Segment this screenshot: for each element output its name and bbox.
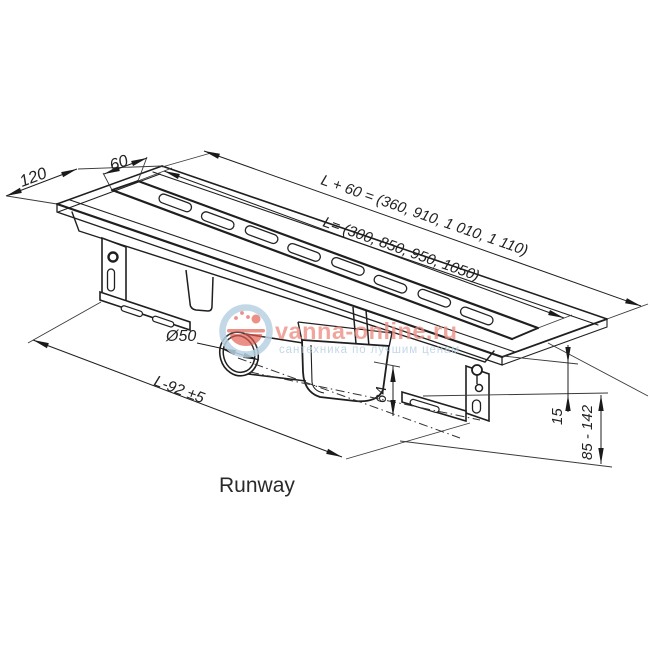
dim-grate-width: 60 <box>107 151 131 174</box>
watermark-brand-text: vanna-online.ru <box>275 318 457 344</box>
right-bracket <box>401 364 490 423</box>
dim-overall-length: L + 60 = (360, 910, 1 010, 1 110) <box>319 172 530 260</box>
dim-flange-width: 120 <box>17 164 50 191</box>
dim-outlet-diameter: Ø50 <box>165 328 196 345</box>
watermark: vanna-online.ru сантехника по лучшим цен… <box>219 304 460 358</box>
dim-top-offset: 15 <box>549 408 566 425</box>
watermark-tagline-text: сантехника по лучшим ценам <box>279 344 460 356</box>
dim-trap-depth: 64 <box>373 386 390 403</box>
watermark-logo-glyph <box>227 311 265 346</box>
product-name-caption: Runway <box>219 474 295 497</box>
dim-mounting-length: L-92 ±5 <box>152 373 207 407</box>
dimension-lines <box>5 150 642 464</box>
left-bracket <box>99 236 191 332</box>
dim-height-range: 85 - 142 <box>579 404 596 460</box>
